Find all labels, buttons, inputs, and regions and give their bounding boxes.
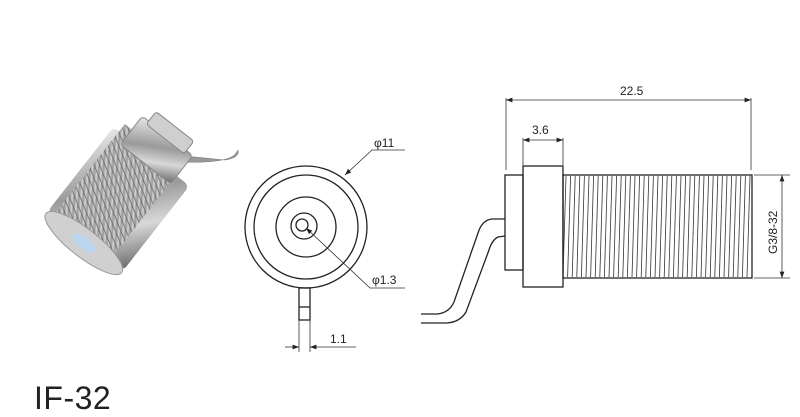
front-view: φ11 φ1.3 1.1 — [244, 136, 405, 352]
thread-line — [636, 175, 640, 278]
thread-line — [654, 175, 659, 278]
thread-line — [714, 175, 719, 278]
side-view: 22.5 3.6 G3/8-32 — [421, 84, 790, 324]
thread-line — [659, 175, 663, 278]
thread-line — [567, 175, 571, 278]
pin — [298, 287, 311, 321]
thread-line — [650, 175, 654, 278]
pin-width-label: 1.1 — [330, 332, 347, 346]
thread-line — [604, 175, 608, 278]
outer-diameter-label: φ11 — [374, 136, 395, 150]
thread-line — [562, 175, 567, 278]
thread-line — [746, 175, 751, 278]
thread-line — [631, 175, 636, 278]
thread-line — [608, 175, 613, 278]
thread-line — [686, 175, 691, 278]
thread-line — [663, 175, 668, 278]
thread-line — [677, 175, 682, 278]
thread-line — [645, 175, 650, 278]
thread-line — [627, 175, 631, 278]
pin-diameter-label: φ1.3 — [372, 273, 397, 287]
thread-line — [737, 175, 742, 278]
thread-line — [709, 175, 714, 278]
thread-line — [742, 175, 746, 278]
thread-line — [673, 175, 677, 278]
flange-width-label: 3.6 — [532, 123, 549, 137]
thread-line — [719, 175, 723, 278]
thread-line — [728, 175, 732, 278]
thread-line — [696, 175, 700, 278]
thread-label: G3/8-32 — [766, 210, 780, 254]
thread-line — [705, 175, 709, 278]
connector-photo — [44, 112, 239, 276]
thread-line — [576, 175, 581, 278]
thread-line — [585, 175, 590, 278]
thread-line — [613, 175, 617, 278]
thread-line — [691, 175, 696, 278]
thread-line — [590, 175, 594, 278]
thread-line — [594, 175, 599, 278]
thread-line — [668, 175, 673, 278]
thread-line — [622, 175, 627, 278]
thread-line — [700, 175, 705, 278]
thread-line — [571, 175, 576, 278]
thread-line — [617, 175, 622, 278]
thread-line — [640, 175, 645, 278]
thread-line — [732, 175, 737, 278]
model-title: IF-32 — [34, 380, 112, 416]
thread-line — [581, 175, 585, 278]
thread-line — [682, 175, 686, 278]
thread-line — [599, 175, 604, 278]
thread-line — [723, 175, 728, 278]
overall-length-label: 22.5 — [620, 84, 644, 98]
